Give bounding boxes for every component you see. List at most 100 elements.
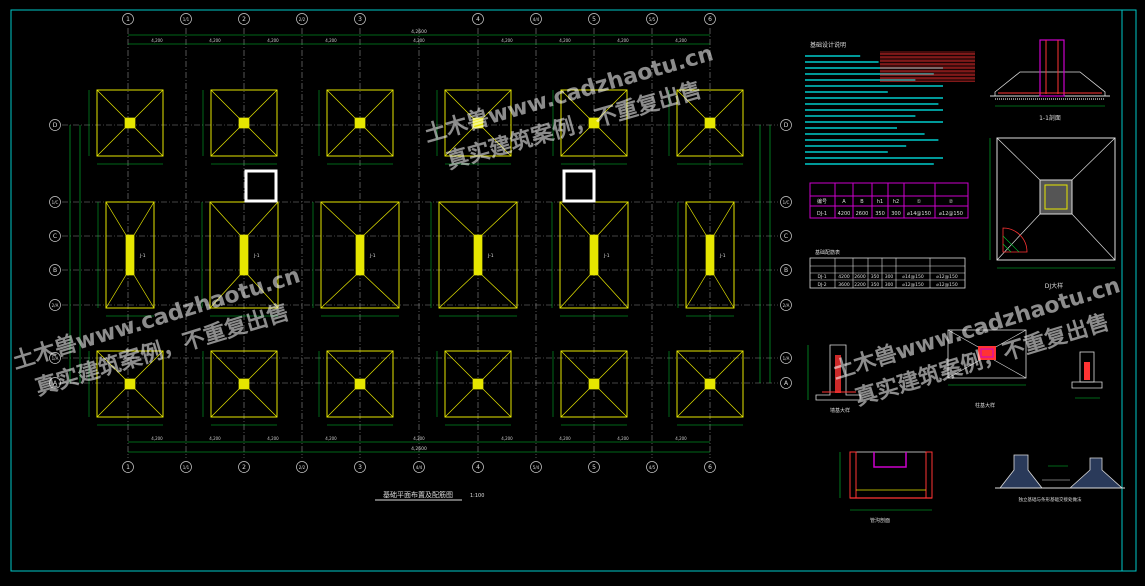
top-bay-dim: 4,200 [413, 38, 425, 43]
footing-edge [685, 274, 707, 309]
footing-edge [363, 201, 400, 236]
grid-top-label: 2 [242, 16, 246, 23]
section-1-1-detail: 1-1剖面 [990, 39, 1110, 122]
footing-column [239, 234, 249, 276]
footing-edge [320, 274, 357, 309]
grid-bottom-label-circle [238, 461, 250, 473]
table2-r1c5: ⌀12@150 [902, 282, 924, 288]
note-line [805, 121, 943, 123]
footing-outline [105, 201, 155, 309]
grid-bottom-label: 6 [708, 464, 712, 471]
footing-edge [676, 89, 706, 119]
table2-caption: 基础配筋表 [815, 249, 840, 256]
footing-edge [598, 89, 628, 119]
row-right-label: 1/A [783, 356, 790, 361]
grid-bottom-label-circle [180, 461, 192, 473]
footing-label: J-1 [253, 253, 260, 259]
grid-bottom-label: 5/4 [533, 465, 540, 470]
footing-edge [438, 274, 475, 309]
footing-column [124, 378, 136, 390]
footing-column [354, 117, 366, 129]
bottom-bay-dim: 4,200 [675, 436, 687, 441]
footing-edge [444, 89, 474, 119]
footing-edge [597, 274, 629, 309]
footing-label: J-1 [487, 253, 494, 259]
footing-edge [326, 89, 356, 119]
plan-title: 基础平面布置及配筋图 [383, 490, 453, 499]
row-left-label: 2/A [52, 303, 59, 308]
footing-column [354, 378, 366, 390]
footing-top [552, 89, 628, 165]
row-right-label-circle [780, 196, 792, 208]
bottom-bay-dim: 4,200 [413, 436, 425, 441]
table2-r1c3: 350 [871, 282, 880, 288]
grid-bottom-label-circle [704, 461, 716, 473]
note-line [805, 139, 939, 141]
footing-outline [96, 350, 164, 418]
row-left-label-circle [49, 196, 61, 208]
footing-edge [481, 201, 518, 236]
footing-column [472, 117, 484, 129]
footing-column [472, 378, 484, 390]
footing-column [125, 234, 135, 276]
grid-top-label: 4 [476, 16, 480, 23]
footing-edge [598, 350, 628, 380]
grid-bottom-label-circle [530, 461, 542, 473]
footing-column [589, 234, 599, 276]
footing-edge [96, 388, 126, 418]
footing-edge [444, 350, 474, 380]
grid-top-label: 1/1 [183, 17, 190, 22]
grid-bottom-label: 1 [126, 464, 130, 471]
note-line [805, 103, 939, 105]
row-right-label: B [784, 267, 788, 274]
footing-column [704, 117, 716, 129]
note-line [805, 55, 861, 57]
footing-edge [96, 89, 126, 119]
row-right-label-circle [780, 230, 792, 242]
footing-edge [210, 89, 240, 119]
table1-c2: 2600 [856, 211, 869, 217]
table1-h4: h2 [893, 199, 899, 205]
table1-c0: DJ-1 [817, 211, 827, 217]
footing-middle: J-1 [201, 201, 279, 317]
table2-r1c4: 300 [885, 282, 894, 288]
ditch-label: 管沟剖面 [870, 517, 890, 524]
footing-edge [133, 201, 155, 236]
footing-edge [364, 388, 394, 418]
table2-r0c1: 4200 [838, 274, 850, 280]
footing-edge [248, 89, 278, 119]
grid-top-label: 1 [126, 16, 130, 23]
footing-edge [714, 89, 744, 119]
row-right-label: D [784, 122, 789, 129]
footing-edge [714, 127, 744, 157]
footing-edge [444, 388, 474, 418]
table1-h3: h1 [877, 199, 883, 205]
combined-footing-caption: 独立基础与条形基础交接处做法 [1019, 496, 1082, 503]
footing-middle: J-1 [97, 201, 155, 317]
table2-r0c0: DJ-1 [817, 274, 826, 280]
row-left-label-circle [49, 119, 61, 131]
top-bay-dim: 4,200 [209, 38, 221, 43]
note-line [805, 151, 888, 153]
grid-bottom-label: 4/5 [649, 465, 656, 470]
table1-h6: ② [949, 199, 954, 205]
bottom-bay-dim: 4,200 [617, 436, 629, 441]
footing-top [202, 89, 278, 165]
footing-edge [210, 350, 240, 380]
footing-edge [134, 127, 164, 157]
pit-square [244, 169, 278, 203]
grid-bottom-label: 3 [358, 464, 362, 471]
footing-label: J-1 [603, 253, 610, 259]
footing-edge [247, 274, 279, 309]
grid-lines [62, 28, 778, 458]
footing-middle: J-1 [677, 201, 735, 317]
footing-table-2: 基础配筋表 DJ-1 4200 2600 350 300 ⌀14@150 ⌀12… [809, 249, 966, 289]
table2-r1c6: ⌀12@150 [936, 282, 958, 288]
footing-edge [326, 127, 356, 157]
footing-edge [363, 274, 400, 309]
footing-edge [326, 350, 356, 380]
row-left-label: A [53, 380, 58, 387]
row-left-label: 1/C [52, 200, 59, 205]
footing-table-1: 编号 A B h1 h2 ① ② DJ-1 4200 2600 350 300 … [809, 182, 969, 219]
